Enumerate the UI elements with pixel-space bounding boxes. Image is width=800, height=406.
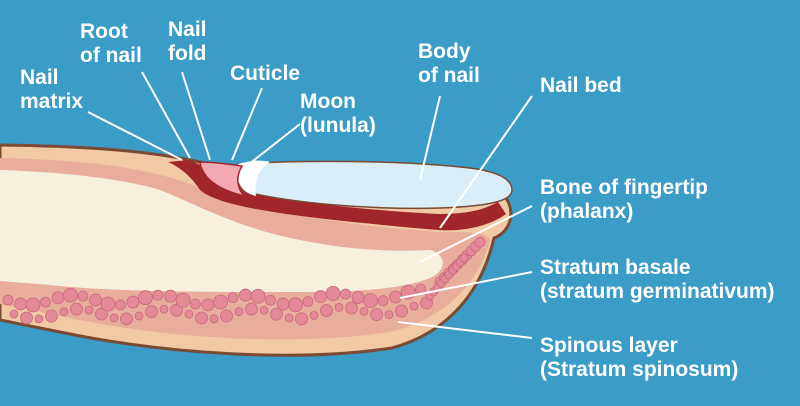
- cell: [101, 297, 115, 311]
- cell: [41, 297, 51, 307]
- cell: [121, 313, 133, 325]
- leader-line: [142, 72, 190, 158]
- leader-line: [232, 88, 262, 160]
- cell: [410, 302, 418, 310]
- cell: [64, 288, 78, 302]
- cell: [153, 290, 163, 300]
- cell: [71, 303, 83, 315]
- cell: [360, 307, 368, 315]
- cell: [310, 312, 318, 320]
- cell: [46, 310, 58, 322]
- cell: [396, 305, 408, 317]
- cell: [378, 296, 388, 306]
- cell: [160, 305, 168, 313]
- cell: [326, 286, 340, 300]
- cell: [116, 300, 126, 310]
- cell: [285, 314, 293, 322]
- cell: [214, 295, 228, 309]
- cell: [352, 291, 364, 303]
- cell: [315, 291, 327, 303]
- cell: [176, 293, 190, 307]
- cell: [52, 292, 64, 304]
- cell: [289, 298, 303, 312]
- cell: [210, 315, 218, 323]
- cell: [3, 295, 13, 305]
- cell: [185, 310, 193, 318]
- cell: [228, 293, 238, 303]
- cell: [21, 312, 33, 324]
- cell: [10, 310, 18, 318]
- label-cuticle: Cuticle: [230, 62, 300, 86]
- cell: [260, 306, 268, 314]
- cell: [390, 291, 402, 303]
- label-moon: Moon(lunula): [300, 90, 376, 138]
- cell: [221, 310, 233, 322]
- cell: [60, 308, 68, 316]
- label-spinous-layer: Spinous layer(Stratum spinosum): [540, 334, 738, 382]
- label-bone-of-fingertip: Bone of fingertip(phalanx): [540, 176, 708, 224]
- cell: [235, 308, 243, 316]
- cell: [110, 314, 118, 322]
- label-nail-bed: Nail bed: [540, 74, 622, 98]
- cell: [296, 313, 308, 325]
- cell: [78, 291, 88, 301]
- leader-line: [182, 72, 210, 160]
- cell: [196, 312, 208, 324]
- cell: [35, 315, 43, 323]
- cell: [165, 290, 177, 302]
- cell: [191, 299, 201, 309]
- cell: [385, 311, 393, 319]
- cell: [251, 289, 265, 303]
- cell: [475, 237, 485, 247]
- cell: [26, 298, 40, 312]
- cell: [240, 289, 252, 301]
- cell: [371, 309, 383, 321]
- cell: [139, 291, 153, 305]
- cell: [346, 302, 358, 314]
- cell: [271, 308, 283, 320]
- cell: [202, 299, 214, 311]
- cell: [341, 289, 351, 299]
- label-stratum-basale: Stratum basale(stratum germinativum): [540, 256, 775, 304]
- cell: [90, 294, 102, 306]
- cell: [321, 305, 333, 317]
- cell: [335, 303, 343, 311]
- cell: [135, 312, 143, 320]
- cell: [127, 296, 139, 308]
- cell: [246, 303, 258, 315]
- cell: [146, 306, 158, 318]
- cell: [303, 297, 313, 307]
- cell: [277, 298, 289, 310]
- cell: [364, 294, 378, 308]
- cell: [460, 254, 468, 262]
- cell: [85, 306, 93, 314]
- cell: [15, 298, 27, 310]
- cell: [266, 295, 276, 305]
